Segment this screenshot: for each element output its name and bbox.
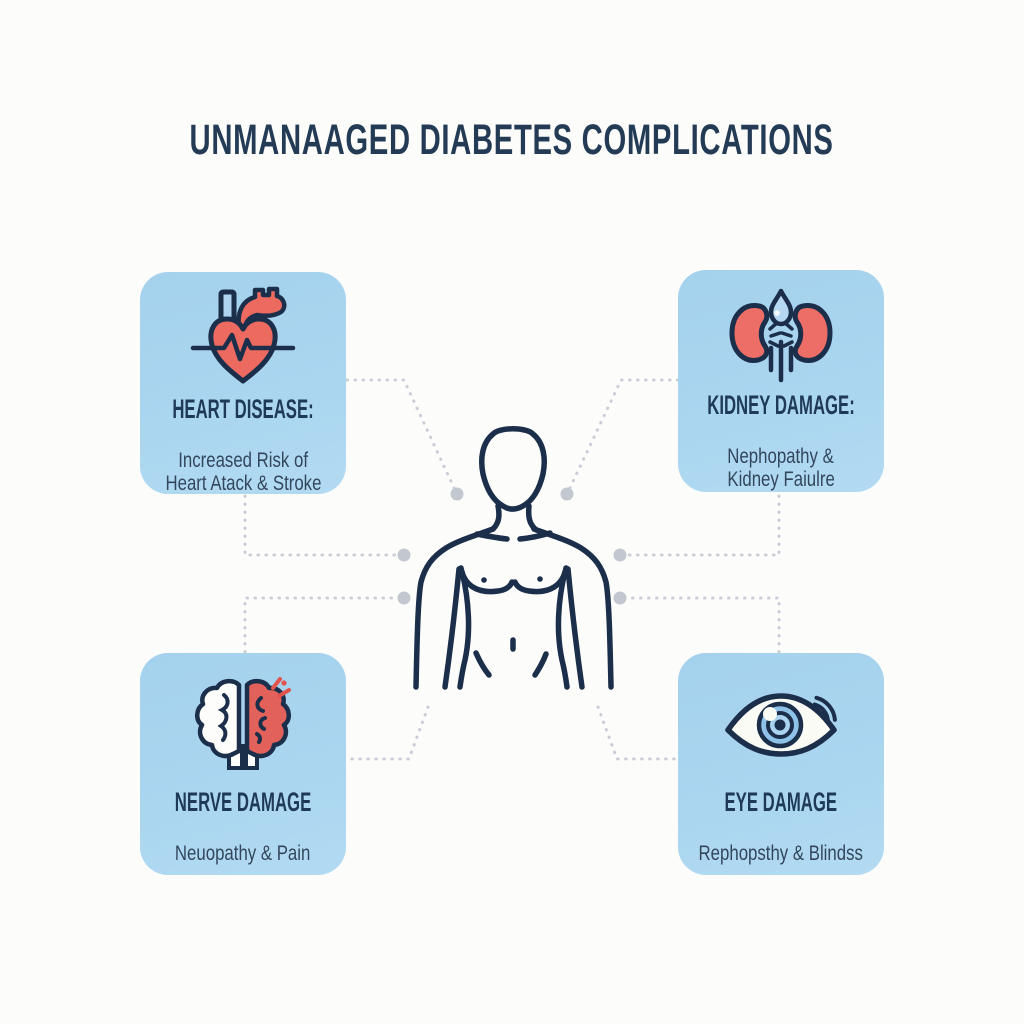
human-torso-figure	[413, 426, 614, 690]
card-heading: EYE DAMAGE	[724, 787, 838, 817]
brain-pain-icon	[195, 677, 291, 770]
card-kidney-damage: KIDNEY DAMAGE: Nephopathy & Kidney Faiul…	[678, 270, 884, 492]
card-heart-icon-area	[187, 284, 299, 390]
card-subtitle: Nephopathy & Kidney Faiulre	[727, 445, 835, 491]
card-eye-damage: EYE DAMAGE Rephopsthy & Blindss	[678, 653, 884, 875]
card-nerve-damage: NERVE DAMAGE Neuopathy & Pain	[140, 653, 346, 875]
page-title-text: UNMANAAGED DIABETES COMPLICATIONS	[189, 116, 835, 164]
heart-ekg-icon	[190, 286, 296, 384]
card-heading: NERVE DAMAGE	[174, 787, 312, 817]
kidneys-droplet-icon	[729, 288, 833, 383]
connector-eye-top	[626, 596, 781, 654]
card-subtitle: Rephopsthy & Blindss	[698, 842, 864, 866]
connector-nerve-top	[243, 596, 398, 654]
card-kidney-icon-area	[725, 282, 837, 386]
card-heading: KIDNEY DAMAGE:	[707, 389, 855, 420]
connector-heart-side	[345, 378, 457, 492]
card-subtitle: Increased Risk of Heart Atack & Stroke	[165, 449, 321, 496]
connector-nerve-body	[346, 705, 430, 761]
card-heading: HEART DISEASE:	[172, 394, 314, 424]
eye-signal-icon	[725, 693, 837, 757]
card-heart-disease: HEART DISEASE: Increased Risk of Heart A…	[140, 272, 346, 496]
connector-eye-body	[596, 705, 678, 761]
connector-kidney-bottom	[626, 494, 781, 557]
connector-endpoint-dots	[397, 487, 627, 605]
card-subtitle: Neuopathy & Pain	[175, 842, 311, 866]
connector-heart-bottom	[243, 494, 398, 557]
card-eye-icon-area	[720, 665, 842, 783]
card-nerve-icon-area	[193, 665, 293, 783]
page-title: UNMANAAGED DIABETES COMPLICATIONS	[0, 116, 1024, 165]
figure-head	[479, 426, 547, 512]
